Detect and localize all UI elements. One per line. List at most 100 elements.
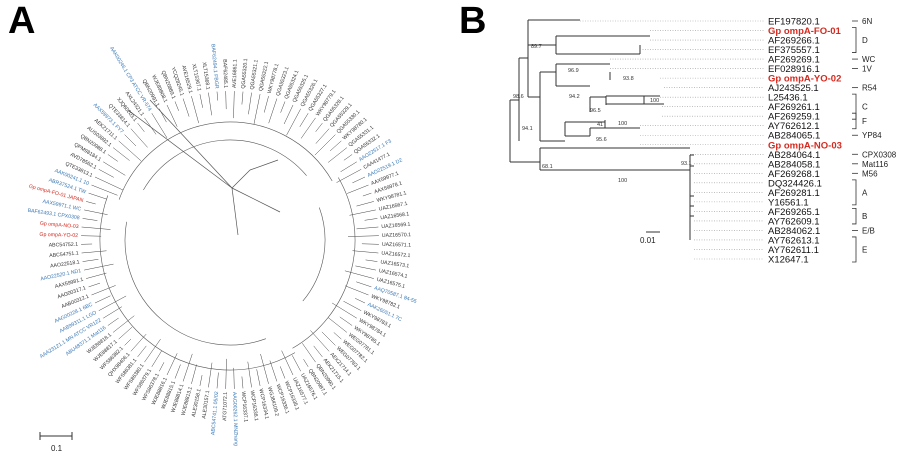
circular-branch bbox=[302, 343, 316, 363]
circular-branch bbox=[118, 326, 133, 340]
circular-branch bbox=[248, 92, 252, 115]
circular-branch bbox=[182, 98, 190, 117]
bootstrap-value: 100 bbox=[650, 98, 659, 104]
circular-branch bbox=[331, 302, 357, 319]
circular-branch bbox=[354, 298, 366, 304]
rect-tip-label: Y16561.1 bbox=[768, 197, 809, 208]
circular-branch bbox=[343, 154, 353, 161]
circular-branch bbox=[124, 134, 137, 147]
circular-branch bbox=[336, 169, 362, 183]
circular-tip-label: ATG71072.1 bbox=[222, 392, 229, 421]
rect-tip-label: AY762611.1 bbox=[768, 245, 819, 256]
bootstrap-value: 94.1 bbox=[522, 126, 533, 132]
circular-branch bbox=[281, 350, 294, 376]
bootstrap-value: 94.2 bbox=[569, 94, 580, 100]
circular-branch bbox=[199, 375, 203, 386]
circular-clade-arc bbox=[124, 221, 267, 346]
circular-branch bbox=[329, 140, 342, 152]
circular-branch bbox=[225, 91, 227, 110]
circular-branch bbox=[98, 295, 127, 311]
rect-tip-label: AF269281.1 bbox=[768, 188, 820, 199]
bootstrap-value: 41 bbox=[597, 122, 603, 128]
circular-branch bbox=[112, 315, 135, 333]
circular-branch bbox=[107, 317, 119, 326]
rect-tree-tip-labels: EF197820.1Gp ompA-FO-01AF269266.1EF37555… bbox=[768, 17, 842, 266]
circular-tip-label: Gp ompA-YO-02 bbox=[39, 232, 78, 239]
circular-branch bbox=[86, 201, 96, 205]
circular-branch bbox=[256, 369, 261, 386]
circular-tip-label: UAZ16570.1 bbox=[382, 232, 411, 239]
scale-bar-b: 0.01 bbox=[640, 231, 660, 245]
circular-branch bbox=[118, 140, 142, 162]
circular-phylogenetic-tree: QTE33813.1AVD78562.1QPM98184.1QBN20988.1… bbox=[27, 44, 417, 453]
circular-branch bbox=[315, 128, 330, 144]
panel-b-label: B bbox=[459, 0, 487, 42]
group-label: A bbox=[862, 188, 868, 197]
rect-tip-label: EF197820.1 bbox=[768, 17, 820, 28]
rect-tip-label: AF269268.1 bbox=[768, 169, 820, 180]
circular-tree-labels: QTE33813.1AVD78562.1QPM98184.1QBN20988.1… bbox=[27, 44, 417, 446]
circular-branch bbox=[216, 91, 219, 101]
rect-tree-guide-lines bbox=[580, 20, 764, 260]
bootstrap-value: 93.1 bbox=[681, 161, 692, 167]
circular-tip-label: UAZ16567.1 bbox=[378, 201, 408, 213]
circular-branch bbox=[339, 316, 353, 326]
bootstrap-value: 100 bbox=[618, 121, 627, 127]
circular-tip-label: WCP16337.1 bbox=[240, 391, 249, 422]
circular-branch bbox=[327, 147, 348, 163]
circular-branch bbox=[137, 122, 145, 132]
circular-branch bbox=[159, 362, 165, 372]
circular-branch bbox=[241, 376, 244, 389]
circular-clade-arc bbox=[143, 139, 307, 191]
circular-tip-label: UAZ16572.1 bbox=[381, 251, 411, 260]
circular-branch bbox=[174, 101, 179, 111]
circular-branch bbox=[174, 364, 181, 379]
circular-internal-branch bbox=[231, 187, 281, 213]
group-bracket bbox=[852, 93, 857, 120]
circular-branch bbox=[303, 359, 309, 367]
group-bracket bbox=[852, 112, 857, 130]
circular-clade-arc bbox=[118, 121, 333, 200]
circular-branch bbox=[268, 98, 278, 124]
circular-tip-label: AAO22518.1 bbox=[50, 259, 80, 269]
panel-a-label: A bbox=[8, 0, 36, 42]
circular-tip-label: AAG00262.1 MNZhang bbox=[231, 392, 239, 446]
group-label: CPX0308 bbox=[862, 150, 897, 159]
rect-tip-label: Gp ompA-YO-02 bbox=[768, 74, 841, 85]
bootstrap-value: 96.5 bbox=[590, 108, 601, 114]
rect-tip-label: AF269259.1 bbox=[768, 112, 820, 123]
circular-tip-label: UAZ16571.1 bbox=[382, 242, 411, 249]
rect-tip-label: AY762613.1 bbox=[768, 235, 820, 246]
circular-branch bbox=[94, 176, 124, 191]
group-bracket bbox=[852, 179, 857, 206]
bootstrap-value: 98.6 bbox=[513, 94, 524, 100]
circular-branch bbox=[280, 101, 286, 113]
circular-tip-label: ALE30157.1 bbox=[201, 390, 211, 419]
rect-tree-bootstrap-values: 89.798.696.993.894.296.51001004195.694.1… bbox=[513, 44, 692, 184]
circular-branch bbox=[82, 218, 98, 221]
circular-branch bbox=[151, 350, 163, 367]
rect-tip-label: L25436.1 bbox=[768, 93, 808, 104]
circular-branch bbox=[355, 265, 376, 271]
rect-tree-branches bbox=[509, 19, 694, 240]
rect-tip-label: AB284058.1 bbox=[768, 159, 820, 170]
circular-branch bbox=[124, 338, 132, 346]
rect-tip-label: DQ324426.1 bbox=[768, 178, 822, 189]
group-label: M56 bbox=[862, 169, 878, 178]
circular-internal-branch bbox=[231, 169, 251, 189]
scale-bar-b-label: 0.01 bbox=[640, 236, 656, 245]
circular-branch bbox=[269, 360, 278, 382]
circular-branch bbox=[137, 345, 147, 358]
circular-tip-label: UAZ16568.1 bbox=[380, 211, 410, 221]
circular-branch bbox=[361, 243, 379, 245]
circular-branch bbox=[247, 361, 252, 388]
circular-internal-branch bbox=[231, 187, 239, 236]
circular-branch bbox=[283, 104, 294, 125]
circular-internal-branch bbox=[149, 99, 233, 189]
circular-branch bbox=[94, 295, 111, 304]
circular-branch bbox=[233, 91, 235, 119]
circular-branch bbox=[107, 154, 118, 162]
bootstrap-value: 96.9 bbox=[568, 68, 579, 74]
group-label: Mat116 bbox=[862, 160, 889, 169]
circular-branch bbox=[166, 353, 178, 376]
